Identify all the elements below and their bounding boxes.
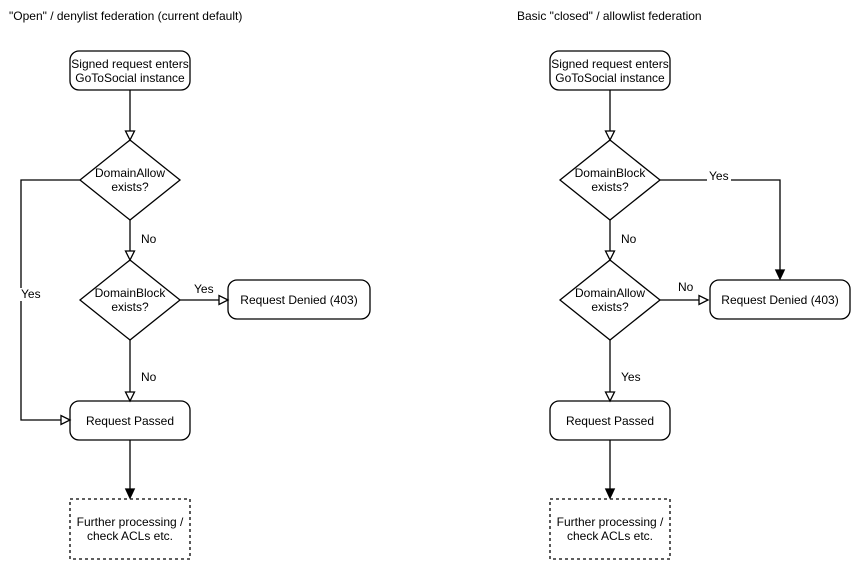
left-further-processing-label: Further processing / check ACLs etc. bbox=[76, 515, 184, 543]
right-further-processing-label: Further processing / check ACLs etc. bbox=[556, 515, 664, 543]
left-chart-title: "Open" / denylist federation (current de… bbox=[9, 9, 243, 23]
left-domainblock-label: DomainBlock exists? bbox=[94, 286, 166, 314]
right-arrowhead-open-4 bbox=[604, 391, 616, 403]
left-request-denied-label: Request Denied (403) bbox=[240, 292, 358, 307]
right-domainblock-label: DomainBlock exists? bbox=[574, 166, 646, 194]
right-label-domainblock-yes: Yes bbox=[707, 169, 731, 183]
left-further-processing-shape bbox=[69, 498, 191, 560]
right-request-passed-label: Request Passed bbox=[565, 413, 655, 428]
left-arrowhead-filled-1 bbox=[124, 488, 136, 500]
left-label-domainallow-no: No bbox=[139, 232, 159, 246]
right-domainallow-label: DomainAllow exists? bbox=[574, 286, 646, 314]
right-arrowhead-filled-2 bbox=[604, 488, 616, 500]
right-arrowhead-open-1 bbox=[604, 130, 616, 142]
left-domainallow-label: DomainAllow exists? bbox=[94, 166, 166, 194]
right-arrowhead-filled-1 bbox=[774, 269, 786, 281]
left-label-domainblock-yes: Yes bbox=[192, 282, 216, 296]
left-request-passed-label: Request Passed bbox=[85, 413, 175, 428]
right-request-denied-label: Request Denied (403) bbox=[721, 292, 839, 307]
right-arrowhead-open-2 bbox=[604, 250, 616, 262]
left-arrowhead-open-3 bbox=[218, 294, 230, 306]
right-label-domainblock-no: No bbox=[619, 232, 639, 246]
left-arrowhead-open-4 bbox=[124, 391, 136, 403]
left-arrowhead-open-5 bbox=[60, 414, 72, 426]
left-label-domainblock-no: No bbox=[139, 370, 159, 384]
right-arrowhead-open-3 bbox=[698, 294, 710, 306]
left-arrowhead-open-1 bbox=[124, 130, 136, 142]
right-label-domainallow-yes: Yes bbox=[619, 370, 643, 384]
right-edge-domainblock-yes-to-denied bbox=[660, 179, 781, 270]
right-further-processing-shape bbox=[549, 498, 671, 560]
right-chart-title: Basic "closed" / allowlist federation bbox=[517, 9, 702, 23]
left-label-domainallow-yes: Yes bbox=[19, 287, 43, 301]
left-arrowhead-open-2 bbox=[124, 250, 136, 262]
right-start-node-label: Signed request enters GoToSocial instanc… bbox=[551, 56, 669, 85]
right-label-domainallow-no: No bbox=[676, 280, 696, 294]
left-start-node-label: Signed request enters GoToSocial instanc… bbox=[71, 56, 189, 85]
